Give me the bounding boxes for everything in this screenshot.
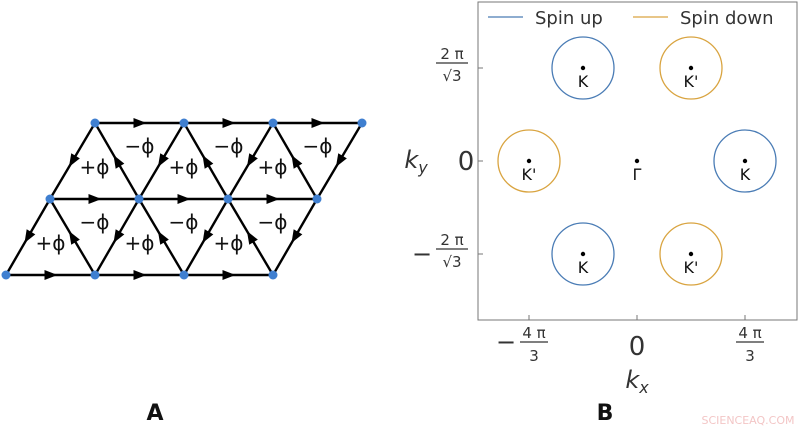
lattice-site: [223, 194, 233, 204]
hopping-direction-arrow-icon: [113, 229, 125, 244]
point-label: Γ: [633, 165, 642, 184]
y-tick-numerator: 2 π: [440, 45, 463, 63]
hopping-direction-arrow-icon: [133, 270, 147, 280]
hopping-direction-arrow-icon: [88, 194, 102, 204]
high-symmetry-point: [742, 158, 748, 164]
fermi-pocket-spin-down: [659, 222, 723, 286]
lattice-site: [134, 194, 144, 204]
lattice-site: [45, 194, 55, 204]
lattice-site: [312, 194, 322, 204]
high-symmetry-point: [580, 251, 586, 257]
lattice-site: [179, 118, 189, 128]
hopping-direction-arrow-icon: [24, 229, 36, 244]
high-symmetry-point: [580, 65, 586, 71]
watermark: SCIENCEAQ.COM: [701, 414, 794, 427]
x-tick-denominator: 3: [745, 347, 755, 365]
y-tick-denominator: √3: [442, 253, 461, 271]
hopping-direction-arrow-icon: [44, 270, 58, 280]
lattice-site: [357, 118, 367, 128]
hopping-direction-arrow-icon: [177, 194, 191, 204]
lattice-site: [268, 270, 278, 280]
lattice-site: [268, 118, 278, 128]
high-symmetry-point: [526, 158, 532, 164]
y-tick-denominator: √3: [442, 67, 461, 85]
plus-flux-label: +ϕ: [80, 155, 110, 179]
high-symmetry-point: [634, 158, 640, 164]
hopping-direction-arrow-icon: [157, 153, 169, 168]
plus-flux-label: +ϕ: [169, 155, 199, 179]
panel-a-label: A: [146, 401, 163, 426]
point-label: K': [684, 72, 699, 91]
x-axis-label: kx: [625, 366, 649, 397]
hopping-direction-arrow-icon: [335, 153, 347, 168]
fermi-pocket-spin-up: [551, 36, 615, 100]
hopping-direction-arrow-icon: [68, 230, 80, 245]
y-tick-label: 0: [458, 147, 475, 177]
hopping-direction-arrow-icon: [246, 153, 258, 168]
lattice-site: [90, 270, 100, 280]
panel-b-label: B: [597, 401, 614, 426]
legend-label-spin-down: Spin down: [680, 8, 774, 29]
x-tick-numerator: 4 π: [738, 324, 761, 342]
lattice-site: [179, 270, 189, 280]
plus-flux-label: +ϕ: [214, 231, 244, 255]
legend: Spin up Spin down: [488, 8, 774, 29]
hopping-direction-arrow-icon: [133, 118, 147, 128]
high-symmetry-point: [688, 65, 694, 71]
x-tick-sign: −: [496, 328, 516, 356]
y-tick-numerator: 2 π: [440, 231, 463, 249]
minus-flux-label: −ϕ: [258, 210, 288, 234]
fermi-pocket-spin-down: [497, 129, 561, 193]
minus-flux-label: −ϕ: [125, 134, 155, 158]
hopping-direction-arrow-icon: [202, 154, 214, 169]
point-label: K: [578, 72, 589, 91]
y-axis-label: ky: [404, 146, 428, 177]
y-tick-sign: −: [412, 240, 432, 268]
hopping-direction-arrow-icon: [68, 153, 80, 168]
hopping-direction-arrow-icon: [291, 154, 303, 169]
legend-label-spin-up: Spin up: [535, 8, 603, 29]
point-label: K: [740, 165, 751, 184]
plus-flux-label: +ϕ: [258, 155, 288, 179]
x-tick-denominator: 3: [529, 347, 539, 365]
hopping-direction-arrow-icon: [222, 118, 236, 128]
point-label: K': [684, 258, 699, 277]
plus-flux-label: +ϕ: [125, 231, 155, 255]
fermi-pocket-spin-up: [713, 129, 777, 193]
minus-flux-label: −ϕ: [169, 210, 199, 234]
hopping-direction-arrow-icon: [157, 230, 169, 245]
hopping-direction-arrow-icon: [246, 230, 258, 245]
plus-flux-label: +ϕ: [36, 231, 66, 255]
minus-flux-label: −ϕ: [80, 210, 110, 234]
x-tick-numerator: 4 π: [522, 324, 545, 342]
hopping-direction-arrow-icon: [266, 194, 280, 204]
fermi-pocket-spin-up: [551, 222, 615, 286]
fermi-pocket-spin-down: [659, 36, 723, 100]
lattice-site: [90, 118, 100, 128]
x-tick-label: 0: [629, 332, 646, 362]
minus-flux-label: −ϕ: [303, 134, 333, 158]
point-label: K': [522, 165, 537, 184]
lattice-site: [1, 270, 11, 280]
hopping-direction-arrow-icon: [113, 154, 125, 169]
high-symmetry-point: [688, 251, 694, 257]
hopping-direction-arrow-icon: [291, 229, 303, 244]
hopping-direction-arrow-icon: [222, 270, 236, 280]
triangular-lattice: −ϕ +ϕ −ϕ +ϕ −ϕ +ϕ −ϕ +ϕ −ϕ +ϕ −ϕ +ϕ: [1, 118, 367, 280]
point-label: K: [578, 258, 589, 277]
hopping-direction-arrow-icon: [311, 118, 325, 128]
hopping-direction-arrow-icon: [202, 229, 214, 244]
minus-flux-label: −ϕ: [214, 134, 244, 158]
